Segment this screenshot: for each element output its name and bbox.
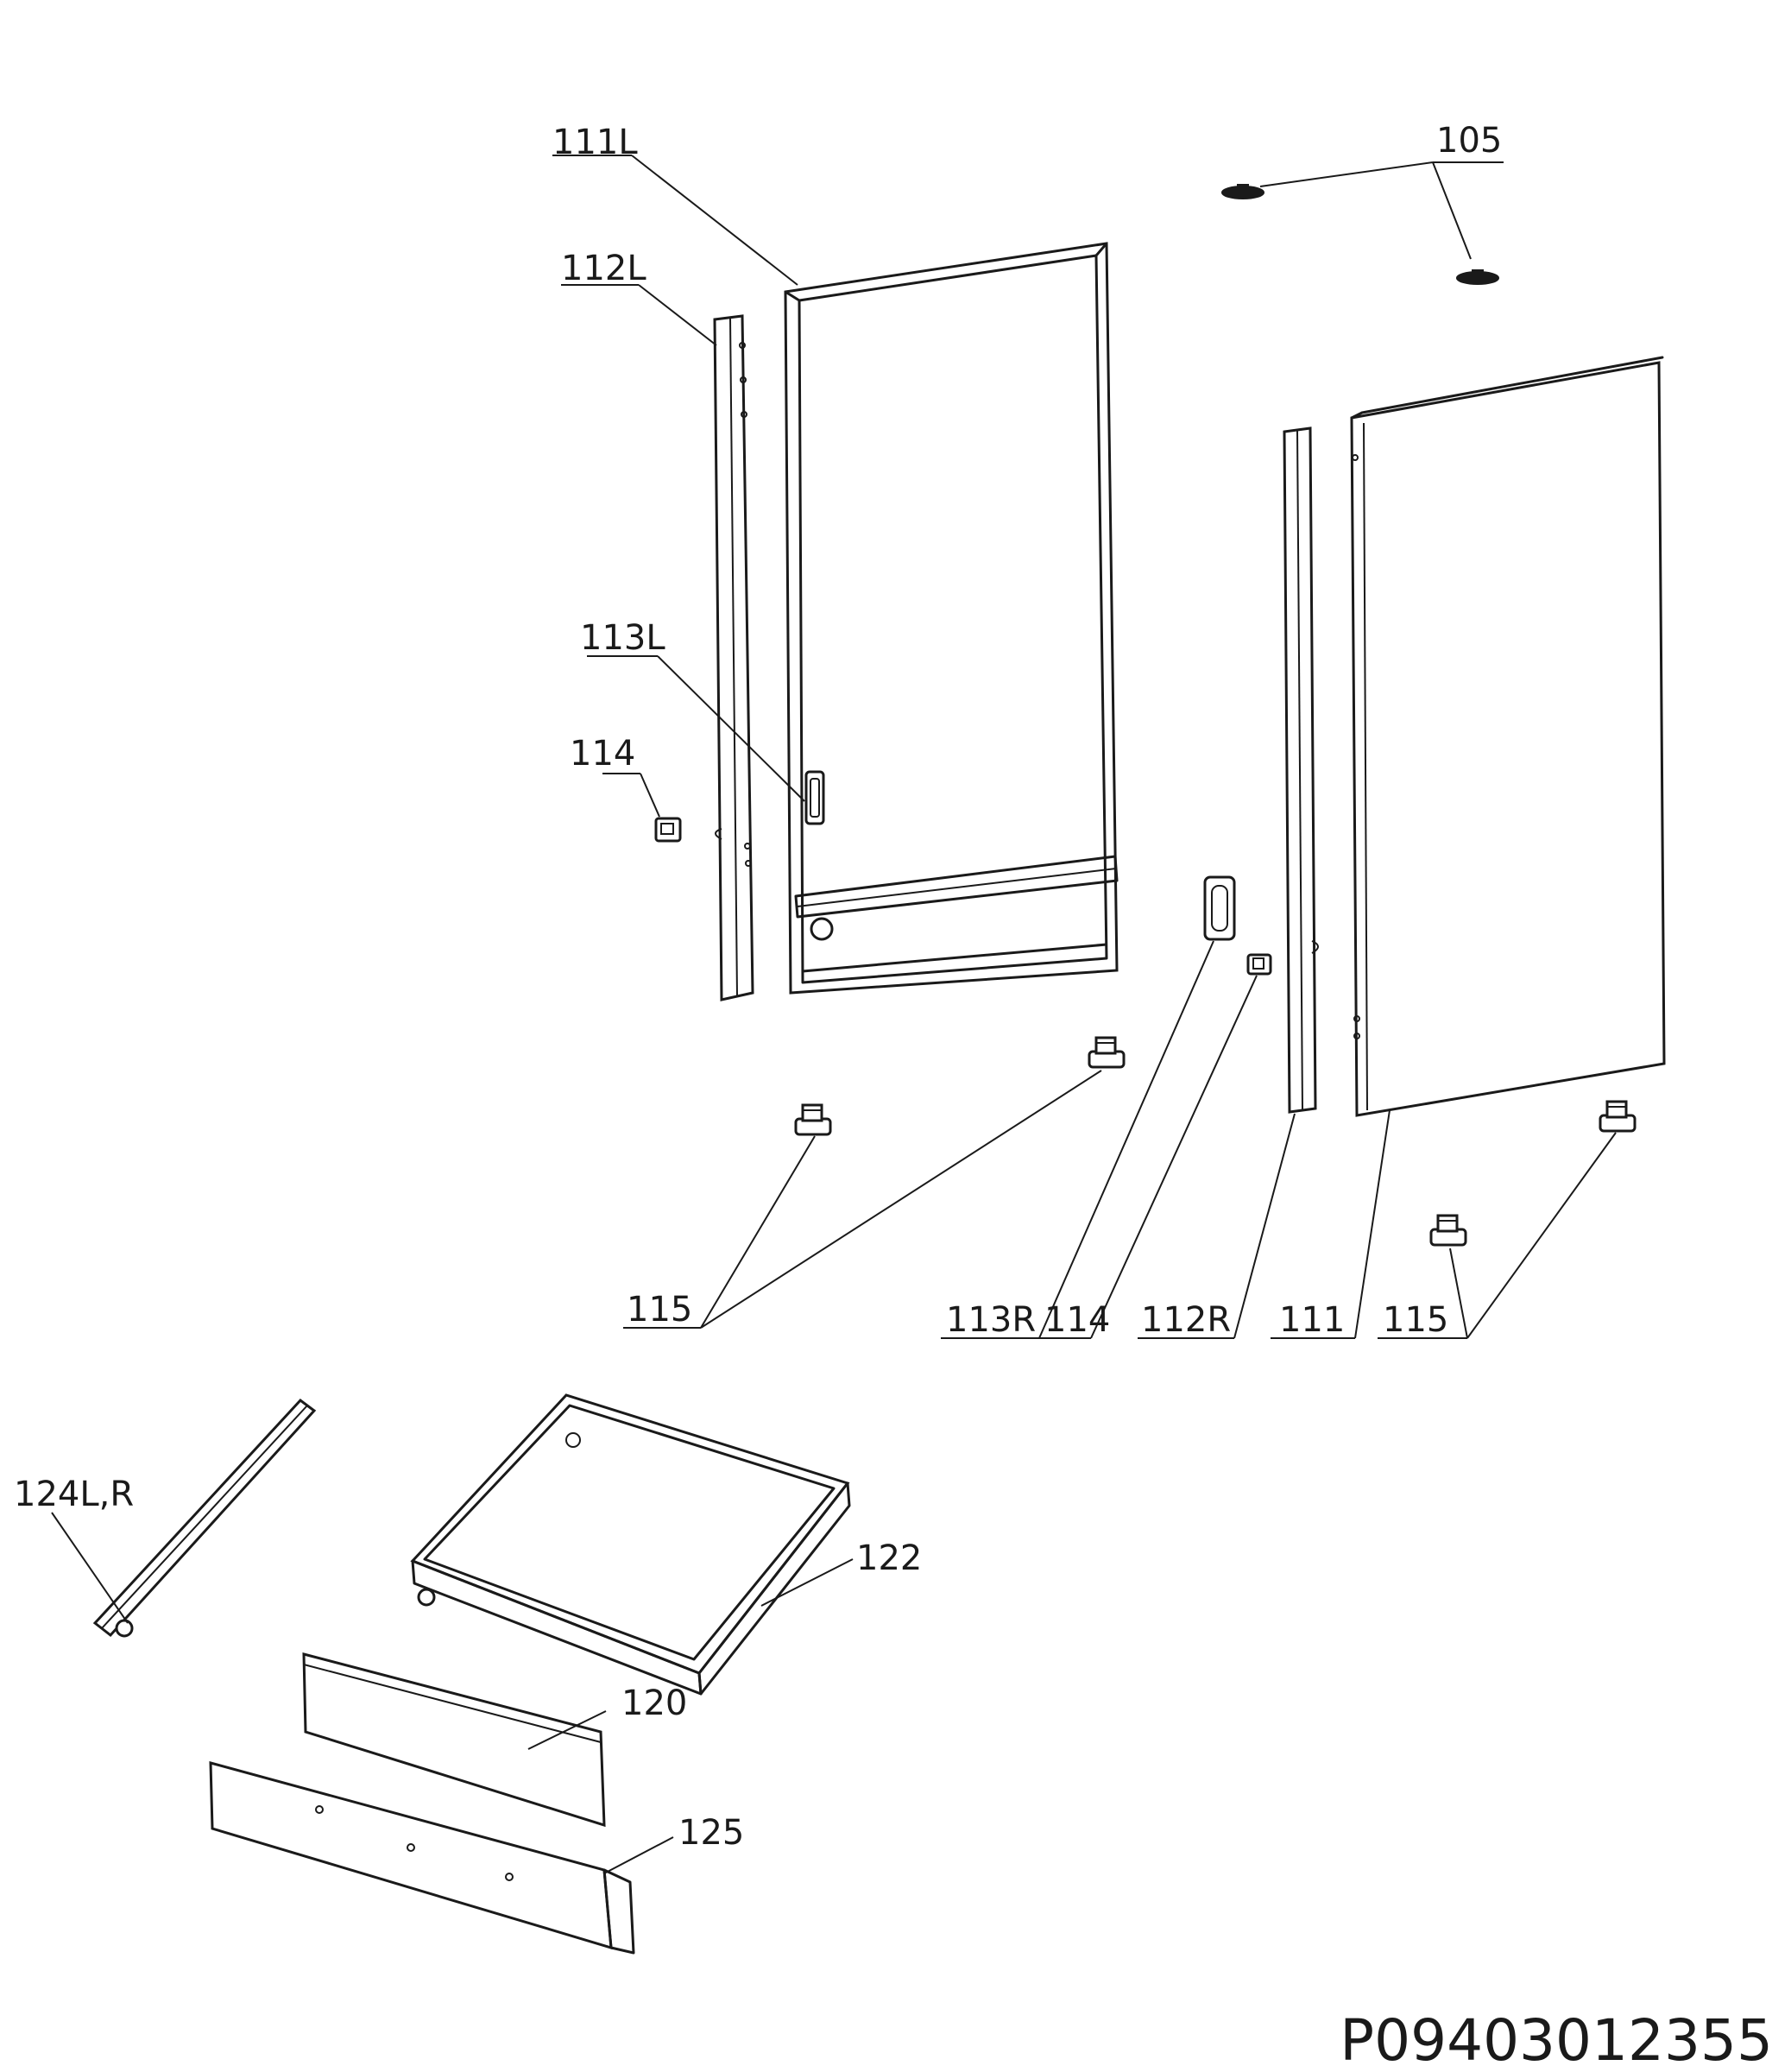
callout-115-right: 115 [1383,1300,1448,1340]
callout-113L: 113L [580,618,665,658]
part-115-foot-3 [1599,1100,1636,1133]
part-115-foot-1 [794,1103,832,1136]
callout-124LR: 124L,R [14,1475,134,1514]
callout-114-left: 114 [570,734,635,774]
part-122-drawer-tray [410,1393,851,1696]
leader-lines [51,155,1617,1874]
part-114-right-bracket [1246,953,1272,976]
part-125-front-strip [209,1761,635,1955]
callout-111: 111 [1279,1300,1345,1340]
document-number: P09403012355 [1340,2007,1773,2072]
part-111L-left-panel [784,242,1119,995]
part-111-right-panel [1350,356,1666,1117]
callout-120: 120 [621,1684,687,1723]
part-115-foot-2 [1088,1036,1126,1069]
callout-112R: 112R [1141,1300,1231,1340]
part-115-foot-4 [1429,1214,1467,1247]
callout-125: 125 [678,1813,744,1853]
part-114-left-bracket [654,817,682,843]
part-105-disc-left [1221,184,1264,199]
callout-111L: 111L [552,123,638,162]
part-105-disc-right [1456,269,1499,285]
part-120-drawer-front [302,1652,606,1828]
callout-113R: 113R [946,1300,1036,1340]
part-112L-left-strip [713,314,754,1001]
callout-114-right: 114 [1044,1300,1110,1340]
callout-105: 105 [1436,121,1502,161]
part-113R-right-latch [1203,875,1236,941]
callout-112L: 112L [561,249,646,288]
part-112R-right-strip [1283,426,1319,1114]
callout-115-left: 115 [627,1290,692,1330]
part-124-slide-rail [92,1398,317,1638]
callout-122: 122 [856,1538,922,1578]
